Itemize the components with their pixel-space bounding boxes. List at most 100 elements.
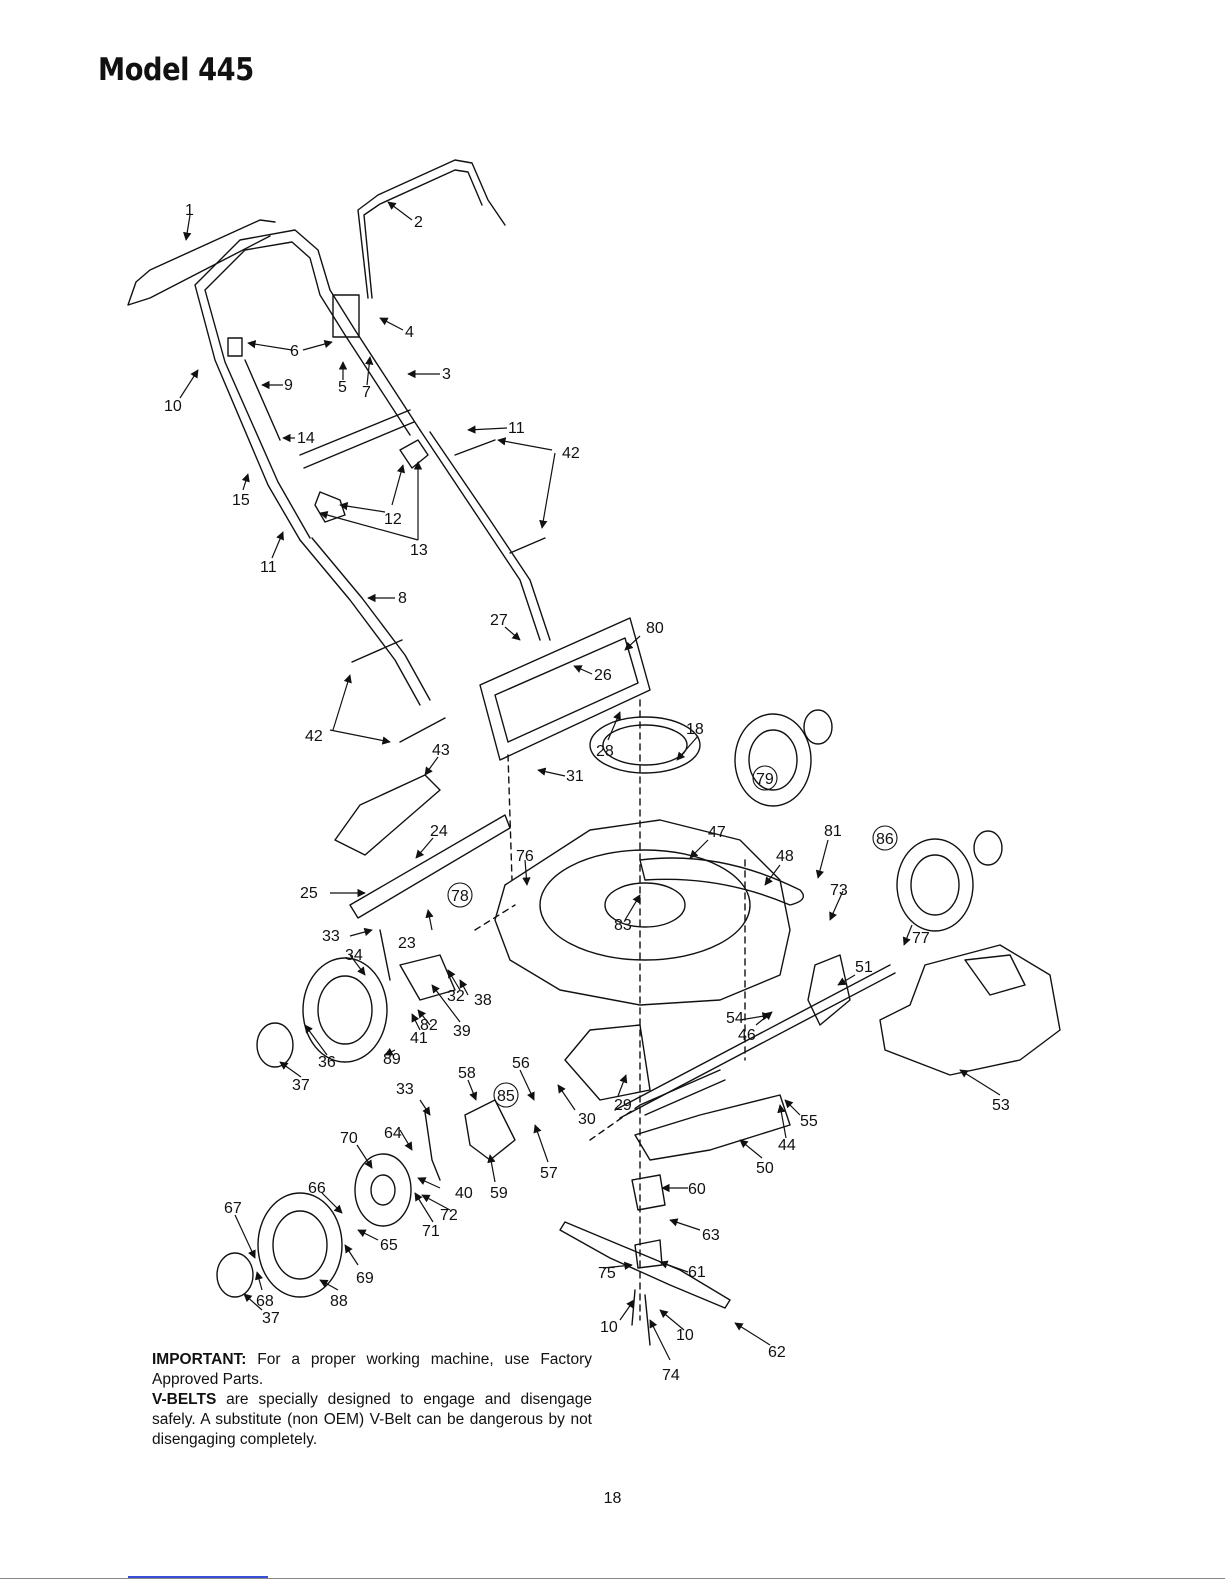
- callout-41: 41: [410, 1030, 428, 1047]
- callout-42b: 42: [305, 728, 323, 745]
- blade-bolt-10a: [631, 1289, 636, 1326]
- handle-knob-12a: [314, 491, 346, 523]
- callout-85: 85: [497, 1088, 515, 1105]
- callout-29: 29: [614, 1097, 632, 1114]
- callout-26: 26: [594, 667, 612, 684]
- callout-8: 8: [398, 590, 407, 607]
- note-vbelts: V-BELTS are specially designed to engage…: [152, 1391, 592, 1448]
- callout-69: 69: [356, 1270, 374, 1287]
- callout-65: 65: [380, 1237, 398, 1254]
- cable-9: [244, 359, 281, 441]
- callout-39: 39: [453, 1023, 471, 1040]
- callout-51: 51: [855, 959, 873, 976]
- callout-59: 59: [490, 1185, 508, 1202]
- callout-40: 40: [455, 1185, 473, 1202]
- page-number: 18: [603, 1490, 622, 1507]
- callout-73: 73: [830, 882, 848, 899]
- callout-44: 44: [778, 1137, 796, 1154]
- bolt-42c: [351, 639, 403, 663]
- callout-47: 47: [708, 824, 726, 841]
- bolt-42d: [399, 717, 446, 743]
- callout-63: 63: [702, 1227, 720, 1244]
- callout-54: 54: [726, 1010, 744, 1027]
- footer-rule: [0, 1578, 1225, 1579]
- bracket-6: [227, 337, 243, 357]
- callout-42a: 42: [562, 445, 580, 462]
- bolt-42a: [454, 439, 496, 456]
- deck-inner-ring: [604, 882, 686, 928]
- lower-handle: [299, 429, 551, 706]
- bolt-42b: [509, 537, 546, 554]
- tube-44: [639, 1069, 726, 1116]
- callout-33a: 33: [322, 928, 340, 945]
- note-important: IMPORTANT: For a proper working machine,…: [152, 1351, 592, 1388]
- callout-74: 74: [662, 1367, 680, 1384]
- cable-clip: [332, 294, 360, 338]
- wheel-86: [896, 838, 974, 932]
- callout-71: 71: [422, 1223, 440, 1240]
- callout-3: 3: [442, 366, 451, 383]
- callout-30: 30: [578, 1111, 596, 1128]
- callout-10a: 10: [164, 398, 182, 415]
- callout-11a: 11: [508, 420, 525, 437]
- callout-82: 82: [420, 1017, 438, 1034]
- callout-25: 25: [300, 885, 318, 902]
- callout-37a: 37: [292, 1077, 310, 1094]
- v-belt-48: [639, 857, 804, 906]
- callout-27: 27: [490, 612, 508, 629]
- callout-89: 89: [383, 1051, 401, 1068]
- rear-deflector-43: [334, 774, 441, 856]
- callout-81: 81: [824, 823, 842, 840]
- callout-15: 15: [232, 492, 250, 509]
- callout-66: 66: [308, 1180, 326, 1197]
- callout-23: 23: [398, 935, 416, 952]
- callout-53: 53: [992, 1097, 1010, 1114]
- upper-handle: [194, 229, 421, 541]
- important-note: IMPORTANT: For a proper working machine,…: [152, 1350, 592, 1450]
- callout-75: 75: [598, 1265, 616, 1282]
- callout-57: 57: [540, 1165, 558, 1182]
- callout-68: 68: [256, 1293, 274, 1310]
- height-adjust-bracket: [399, 954, 456, 1001]
- callout-9: 9: [284, 377, 293, 394]
- hubcap-86: [973, 830, 1003, 866]
- callout-32: 32: [447, 988, 465, 1005]
- pulley-cover-18: [589, 716, 701, 774]
- callout-24: 24: [430, 823, 448, 840]
- wheel-89: [302, 957, 388, 1063]
- callout-78: 78: [451, 888, 469, 905]
- callout-56: 56: [512, 1055, 530, 1072]
- callout-28: 28: [596, 743, 614, 760]
- footer-link[interactable]: [128, 1576, 268, 1578]
- callout-4: 4: [405, 324, 414, 341]
- control-bar-1: [127, 219, 276, 306]
- blade-bolt-74: [644, 1294, 651, 1346]
- callout-83: 83: [614, 917, 632, 934]
- adapter-61: [634, 1239, 663, 1269]
- handle-knob-12b: [399, 439, 429, 469]
- wheel-88: [257, 1192, 343, 1298]
- lever-33a: [379, 929, 391, 981]
- callout-36: 36: [318, 1054, 336, 1071]
- hubcap-37a: [256, 1022, 294, 1068]
- callout-86: 86: [876, 831, 894, 848]
- mower-deck: [494, 819, 791, 1006]
- plate-58: [464, 1099, 516, 1161]
- callout-34: 34: [345, 947, 363, 964]
- handle-crossbar: [299, 409, 415, 469]
- deck-dome: [539, 849, 751, 961]
- callout-77: 77: [912, 930, 930, 947]
- callout-48: 48: [776, 848, 794, 865]
- callout-79: 79: [756, 771, 774, 788]
- callout-60: 60: [688, 1181, 706, 1198]
- callout-10c: 10: [676, 1327, 694, 1344]
- callout-50: 50: [756, 1160, 774, 1177]
- callout-6: 6: [290, 343, 299, 360]
- callout-61: 61: [688, 1264, 706, 1281]
- deflector-29: [564, 1024, 651, 1101]
- callout-7: 7: [362, 384, 371, 401]
- control-bar-2: [357, 159, 506, 299]
- callout-55: 55: [800, 1113, 818, 1130]
- callout-88: 88: [330, 1293, 348, 1310]
